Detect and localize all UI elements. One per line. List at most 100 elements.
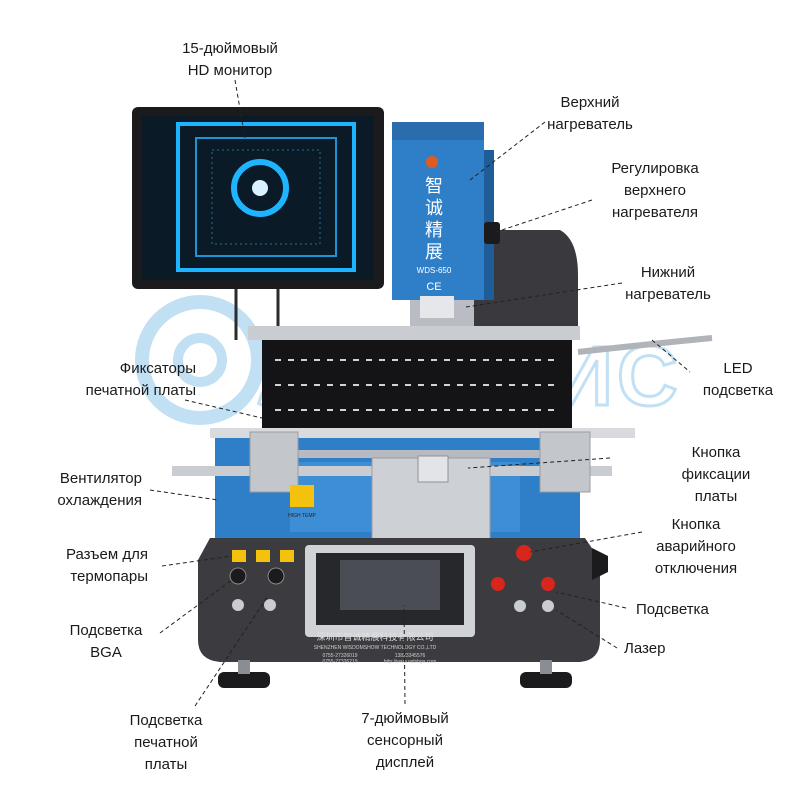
label-emergency-stop-line-1: Кнопка — [671, 516, 721, 533]
label-led-light: LED подсветка — [703, 358, 773, 402]
display-window — [340, 560, 440, 610]
side-handle[interactable] — [592, 548, 608, 580]
label-upper-heater-adjust: Регулировка верхнего нагревателя — [611, 158, 698, 224]
foot-left — [218, 672, 270, 688]
label-board-lock-line-2: фиксации — [681, 466, 751, 483]
label-emergency-stop-line-2: аварийного — [656, 538, 736, 555]
right-controls — [491, 545, 555, 612]
warning-sticker-text: HIGH TEMP — [288, 513, 316, 519]
rail-back — [210, 428, 635, 438]
warning-sticker — [290, 485, 314, 507]
label-pcb-light: Подсветка печатной платы — [130, 710, 203, 776]
head-logo — [426, 156, 438, 168]
leader-pcb-light — [194, 595, 269, 707]
base-contact-1: 0755-27326019 — [322, 653, 357, 659]
main-frame — [248, 326, 713, 440]
base-contact-2: 13823345576 — [395, 653, 426, 659]
label-thermocouple-port: Разъем для термопары — [66, 544, 148, 588]
label-upper-heater: Верхний нагреватель — [547, 92, 633, 136]
head-char-2: 诚 — [425, 198, 443, 219]
leader-thermocouple — [161, 555, 233, 567]
label-monitor-line-2: HD монитор — [187, 62, 273, 79]
left-controls — [229, 550, 294, 611]
pcb-support: HIGH TEMP — [172, 428, 635, 545]
label-led-light-line-2: подсветка — [702, 382, 774, 399]
frame-top-bar — [248, 326, 580, 340]
label-pcb-clamps-line-2: печатной платы — [85, 382, 196, 399]
leader-upper-heater-adjust — [495, 199, 593, 233]
pcb-light-switch[interactable] — [264, 599, 276, 611]
monitor-ring — [231, 159, 289, 217]
label-upper-heater-adjust-line-1: Регулировка — [611, 160, 699, 177]
label-bga-light-line-2: BGA — [90, 644, 122, 661]
head-char-4: 展 — [425, 242, 443, 263]
label-pcb-light-line-2: печатной — [134, 734, 198, 751]
head-model: WDS-650 — [417, 266, 452, 275]
monitor-grid — [211, 149, 321, 245]
leader-laser — [555, 609, 618, 649]
label-pcb-clamps-line-1: Фиксаторы — [119, 360, 196, 377]
label-cooling-fan-line-2: охлаждения — [57, 492, 142, 509]
laser-switch[interactable] — [514, 600, 526, 612]
board-lock-knob[interactable] — [417, 455, 449, 483]
annotation-lines — [149, 79, 691, 707]
label-lower-heater-line-2: нагреватель — [625, 286, 711, 303]
head-knob[interactable] — [484, 222, 500, 244]
monitor-glow-outer — [176, 122, 356, 272]
backlight-switch[interactable] — [542, 600, 554, 612]
watermark-gear-icon — [135, 295, 265, 425]
label-thermocouple-line-2: термопары — [70, 568, 148, 585]
label-lower-heater-line-1: Нижний — [640, 264, 696, 281]
stop-button[interactable] — [541, 577, 555, 591]
label-pcb-light-line-3: платы — [144, 756, 188, 773]
frame-chamber — [262, 340, 572, 440]
leader-board-lock — [467, 457, 611, 469]
thermocouple-port-3[interactable] — [280, 550, 294, 562]
bga-light-switch[interactable] — [232, 599, 244, 611]
label-touch-display-line-3: дисплей — [375, 754, 435, 771]
touch-display[interactable] — [305, 545, 475, 637]
monitor-glow-mid — [195, 137, 337, 257]
label-pcb-clamps: Фиксаторы печатной платы — [86, 358, 196, 402]
thermocouple-port-2[interactable] — [256, 550, 270, 562]
start-button[interactable] — [491, 577, 505, 591]
leader-bga-light — [159, 579, 233, 634]
head-char-1: 智 — [425, 176, 443, 197]
leader-upper-heater — [469, 121, 546, 181]
label-emergency-stop: Кнопка аварийного отключения — [655, 514, 737, 580]
label-cooling-fan-line-1: Вентилятор — [59, 470, 142, 487]
head-nozzle — [420, 296, 454, 318]
label-upper-heater-adjust-line-3: нагревателя — [611, 204, 699, 221]
leader-led-light — [651, 339, 691, 373]
label-upper-heater-line-1: Верхний — [560, 94, 620, 111]
label-bga-light-line-1: Подсветка — [69, 622, 143, 639]
led-gooseneck — [577, 335, 713, 355]
bga-light-knob[interactable] — [229, 567, 247, 585]
leader-backlight — [555, 591, 627, 609]
label-board-lock-button: Кнопка фиксации платы — [682, 442, 751, 508]
monitor-arm — [234, 289, 280, 340]
base-company-cn: 深圳市智诚精展科技有限公司 — [316, 631, 433, 643]
label-touch-display-line-1: 7-дюймовый — [361, 710, 449, 727]
label-lower-heater: Нижний нагреватель — [625, 262, 711, 306]
thermocouple-port-1[interactable] — [232, 550, 246, 562]
emergency-stop-button[interactable] — [516, 545, 532, 561]
label-upper-heater-line-2: нагреватель — [547, 116, 633, 133]
label-backlight-line-1: Подсветка — [636, 601, 709, 618]
clamp-right[interactable] — [539, 431, 591, 493]
label-backlight: Подсветка — [636, 599, 709, 621]
leader-emergency-stop — [529, 531, 643, 553]
base-contact-3: 0755-27326219 — [322, 659, 357, 665]
label-monitor: 15-дюймовый HD монитор — [182, 38, 278, 82]
pcb-light-knob[interactable] — [267, 567, 285, 585]
monitor — [132, 107, 384, 340]
base-contact-4: http://www.wdsbga.com — [384, 659, 437, 665]
head-body — [392, 140, 484, 300]
leader-cooling-fan — [149, 489, 219, 501]
clamp-left[interactable] — [249, 431, 299, 493]
foot-post-right — [540, 660, 552, 674]
label-thermocouple-line-1: Разъем для — [65, 546, 148, 563]
label-laser: Лазер — [624, 638, 665, 660]
leader-lower-heater — [465, 282, 623, 308]
head-ce-mark: CE — [426, 281, 441, 293]
